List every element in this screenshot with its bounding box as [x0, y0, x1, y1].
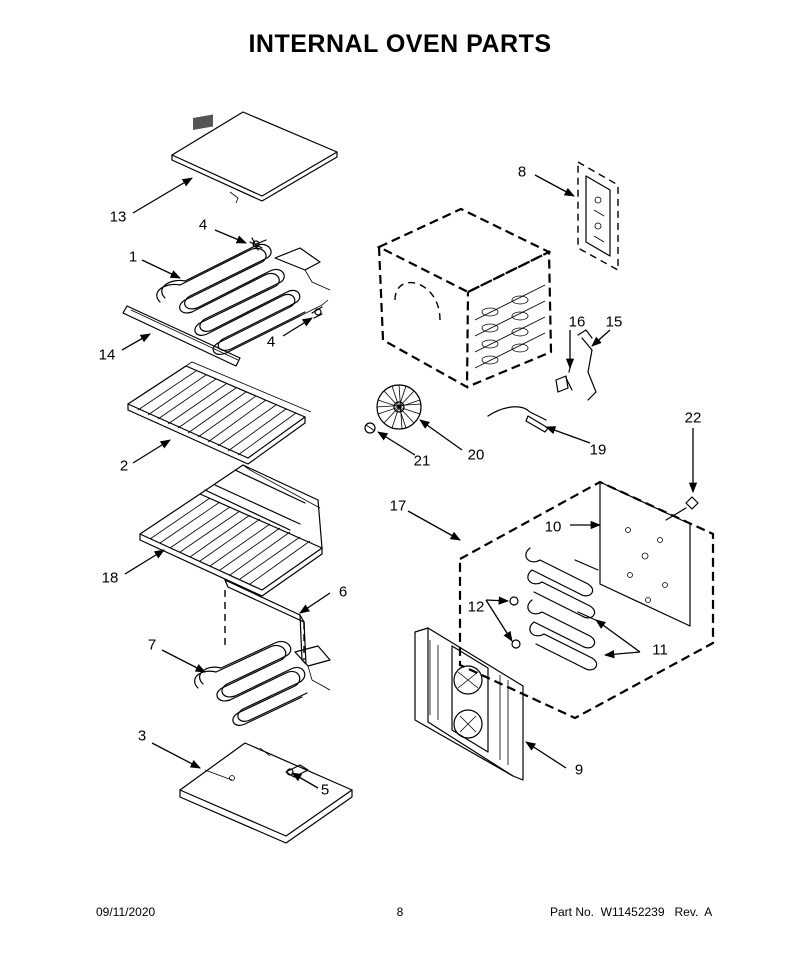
top-panel-part	[171, 111, 338, 204]
convection-fan-part	[376, 384, 422, 430]
broil-element-part	[156, 243, 331, 355]
footer-part-number: Part No. W11452239 Rev. A	[550, 905, 713, 919]
callout-13: 13	[109, 208, 127, 226]
rear-trim-part	[224, 579, 307, 665]
callout-18: 18	[101, 569, 119, 587]
sliding-rack-part	[139, 464, 323, 597]
callout-16: 16	[568, 313, 586, 331]
callout-8: 8	[517, 163, 527, 181]
callout-10: 10	[544, 518, 562, 536]
rear-panel-part	[599, 481, 691, 627]
cover-screw-part	[665, 496, 699, 521]
callout-5: 5	[320, 781, 330, 799]
callout-leaders	[121, 174, 698, 789]
convection-element-part	[525, 547, 601, 671]
callout-15: 15	[605, 313, 623, 331]
footer-date: 09/11/2020	[96, 905, 156, 919]
callout-6: 6	[338, 583, 348, 601]
callout-12: 12	[467, 598, 485, 616]
callout-4b: 4	[266, 333, 276, 351]
element-screw-part	[509, 596, 521, 649]
callout-2: 2	[119, 457, 129, 475]
callout-14: 14	[98, 346, 116, 364]
bake-element-part	[194, 640, 331, 726]
callout-17: 17	[389, 497, 407, 515]
callout-21: 21	[413, 452, 431, 470]
callout-3: 3	[137, 727, 147, 745]
callout-4a: 4	[198, 216, 208, 234]
callout-11: 11	[652, 641, 668, 659]
fan-cover-part	[414, 627, 524, 781]
footer-page-number: 8	[396, 905, 404, 919]
bracket-part	[577, 160, 619, 272]
temp-sensor-part	[487, 406, 549, 433]
callout-20: 20	[467, 446, 485, 464]
screw-part	[249, 237, 323, 319]
oven-cavity-outline	[376, 207, 553, 389]
fan-nut-part	[364, 422, 376, 434]
trim-bar-part	[122, 305, 241, 367]
oven-rack-part	[127, 361, 312, 465]
wire-harness-part	[555, 329, 597, 401]
callout-7: 7	[147, 636, 157, 654]
callout-19: 19	[589, 441, 607, 459]
callout-1: 1	[128, 248, 138, 266]
callout-9: 9	[574, 761, 584, 779]
bottom-panel-part	[179, 742, 353, 844]
page-title: INTERNAL OVEN PARTS	[248, 30, 552, 58]
callout-22: 22	[684, 409, 702, 427]
